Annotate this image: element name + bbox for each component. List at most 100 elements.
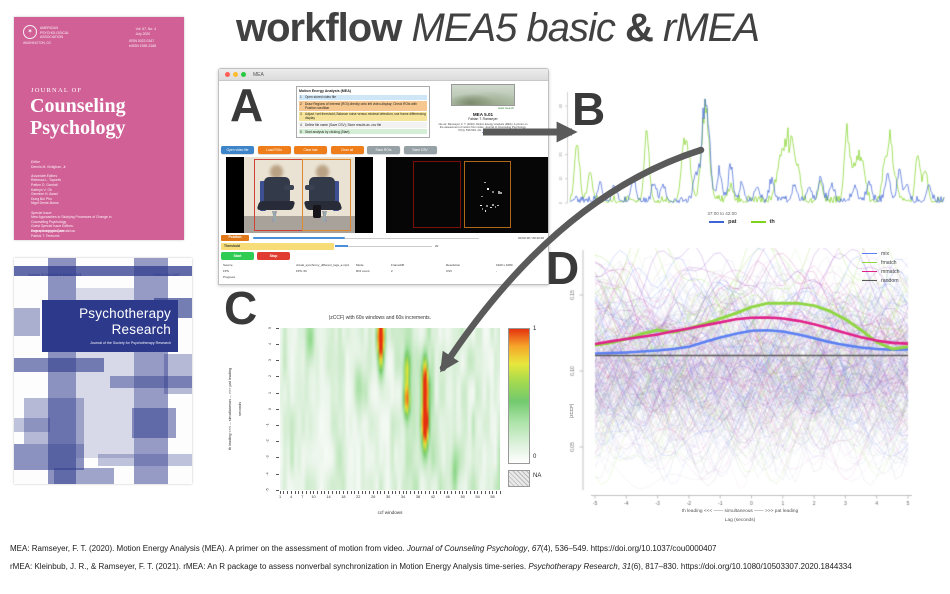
- window-titlebar[interactable]: MEA: [219, 69, 548, 81]
- instructions-title: Motion Energy Analysis (MEA): [299, 89, 351, 93]
- minimize-window-icon[interactable]: [233, 72, 238, 77]
- step-number: 2: [300, 101, 302, 106]
- c-x-tick-label: 18: [341, 495, 346, 499]
- apa-sub-line: WASHINGTON, DC: [23, 41, 52, 45]
- c-x-tickmark: [402, 491, 404, 494]
- c-x-tickmark: [354, 491, 355, 494]
- c-x-tick-label: 1: [278, 495, 282, 499]
- citation-segment: MEA: Ramseyer, F. T. (2020). Motion Ener…: [10, 544, 407, 553]
- info-cell: ROI count: [356, 269, 370, 273]
- c-y-tick-label: -5: [265, 488, 270, 492]
- clear-last-button[interactable]: Clear last: [294, 146, 327, 154]
- citation-segment: rMEA: Kleinbub, J. R., & Ramseyer, F. T.…: [10, 562, 529, 571]
- pr-issn: ISSN 1050-3307: [153, 273, 180, 277]
- legend-item-th: th: [750, 219, 775, 225]
- start-button[interactable]: Start: [221, 252, 254, 260]
- clear-all-button[interactable]: Clear all: [330, 146, 364, 154]
- page-title: workflow MEA5 basic & rMEA: [236, 6, 936, 51]
- c-x-tickmark: [313, 491, 314, 494]
- motion-pixel: [500, 191, 502, 195]
- c-x-tickmark: [495, 491, 497, 494]
- title-amp: &: [614, 6, 663, 50]
- video-room-background: [244, 157, 355, 233]
- step-text: Draw Regions of Interest (ROI) directly …: [305, 101, 417, 110]
- c-y-tick-label: 3: [268, 359, 272, 362]
- info-cell: Mode: [356, 263, 364, 267]
- c-x-tickmark: [477, 491, 478, 494]
- maximize-window-icon[interactable]: [241, 72, 246, 77]
- pr-pattern-rect: [110, 376, 192, 388]
- d-legend-line-random: [862, 279, 877, 282]
- c-x-tickmark: [413, 491, 415, 494]
- info-cell: -: [496, 269, 497, 273]
- roi-rectangle-left[interactable]: [254, 159, 303, 231]
- jcp-kicker: JOURNAL OF: [31, 87, 83, 94]
- c-x-tickmark: [395, 491, 396, 494]
- mea-cite-doi-link[interactable]: 10.1037/cou0000407: [482, 129, 508, 133]
- c-x-tick-label: 46: [445, 495, 450, 499]
- d-legend-item-random: random: [862, 276, 899, 285]
- video-display-left[interactable]: [226, 157, 373, 233]
- threshold-track[interactable]: [348, 246, 432, 247]
- c-x-tickmark: [481, 491, 482, 494]
- position-track[interactable]: [345, 237, 479, 239]
- info-cell: FrameDiff: [391, 263, 405, 267]
- c-x-tickmark: [324, 491, 326, 494]
- jcp-vol-line: Vol. 67, No. 4: [135, 27, 156, 31]
- position-slider[interactable]: [253, 237, 345, 239]
- heatmap-ylabel: th leading <<< -- simultaneous -- >>> pa…: [228, 367, 232, 451]
- c-y-tick-label: 5: [268, 326, 272, 329]
- c-y-tick-label: -1: [265, 423, 270, 427]
- step-number: 5: [300, 129, 302, 134]
- heatmap-title: |zCCF| with 60s windows and 60s incremen…: [328, 315, 432, 321]
- jcp-issn-line: ISSN 0022-0167: [129, 39, 155, 43]
- jcp-website: www.apa.org/pubs/journals/cou: [31, 229, 76, 233]
- motion-pixel: [485, 209, 487, 212]
- motion-pixel: [487, 187, 490, 190]
- d-legend-item-fmatch: fmatch: [862, 258, 899, 267]
- motion-pixel: [479, 204, 482, 206]
- c-x-tickmark: [287, 491, 288, 494]
- lag-plot-direction-label: th leading <<< —— simultaneous —— >>> pa…: [681, 509, 799, 514]
- open-video-file-button[interactable]: Open video file: [221, 146, 254, 154]
- motion-pixel: [496, 204, 499, 206]
- apa-assoc-line: AMERICAN: [40, 26, 58, 30]
- c-x-tickmark: [462, 491, 463, 494]
- c-x-tick-label: 14: [326, 495, 331, 499]
- title-rmea: rMEA: [663, 6, 760, 50]
- c-x-tick-label: 38: [415, 495, 421, 499]
- apa-assoc-line: PSYCHOLOGICAL: [40, 30, 70, 35]
- pr-subtitle: Journal of the Society for Psychotherapy…: [90, 341, 171, 346]
- load-rois-button[interactable]: Load ROIs: [257, 146, 291, 154]
- c-x-tickmark: [361, 491, 363, 494]
- citation-rmea: rMEA: Kleinbub, J. R., & Ramseyer, F. T.…: [10, 562, 852, 571]
- journal-cover-psychotherapy-research: Volume 31 Number 6 March 2021 ISSN 1050-…: [14, 258, 192, 484]
- c-y-tick-label: 4: [268, 343, 272, 345]
- c-x-tickmark: [428, 491, 430, 494]
- c-y-tickmark: [276, 408, 279, 410]
- c-x-tick-label: 30: [386, 495, 391, 499]
- stop-button[interactable]: Stop: [257, 252, 290, 260]
- save-rois-button[interactable]: Save ROIs: [367, 146, 400, 154]
- step-text: Open stored video file: [305, 95, 337, 100]
- step-text: Start analysis by clicking (Start): [305, 129, 350, 134]
- d-legend-label-random: random: [881, 277, 899, 284]
- c-y-tickmark: [276, 392, 279, 394]
- c-x-tickmark: [290, 491, 292, 494]
- threshold-slider[interactable]: [335, 245, 348, 248]
- save-csv-button[interactable]: Save CSV: [403, 146, 437, 154]
- close-window-icon[interactable]: [225, 72, 230, 77]
- mea-cite-text: cite as: Ramseyer, F. T. (2020). Motion …: [438, 122, 528, 133]
- mea-thumb-link[interactable]: www.mea.ch: [498, 106, 514, 110]
- info-cell: FPS: [223, 269, 229, 273]
- motion-pixel: [492, 204, 494, 207]
- title-workflow: workflow: [236, 6, 412, 50]
- threshold-label: Threshold: [224, 244, 240, 249]
- chair-left: [260, 181, 266, 211]
- c-x-tick-label: 26: [371, 495, 376, 499]
- roi-rectangle-right[interactable]: [302, 159, 351, 231]
- jcp-issn-info: ISSN 0022-0167 eISSN 1939-2168: [129, 39, 156, 48]
- c-x-tickmark: [346, 491, 348, 494]
